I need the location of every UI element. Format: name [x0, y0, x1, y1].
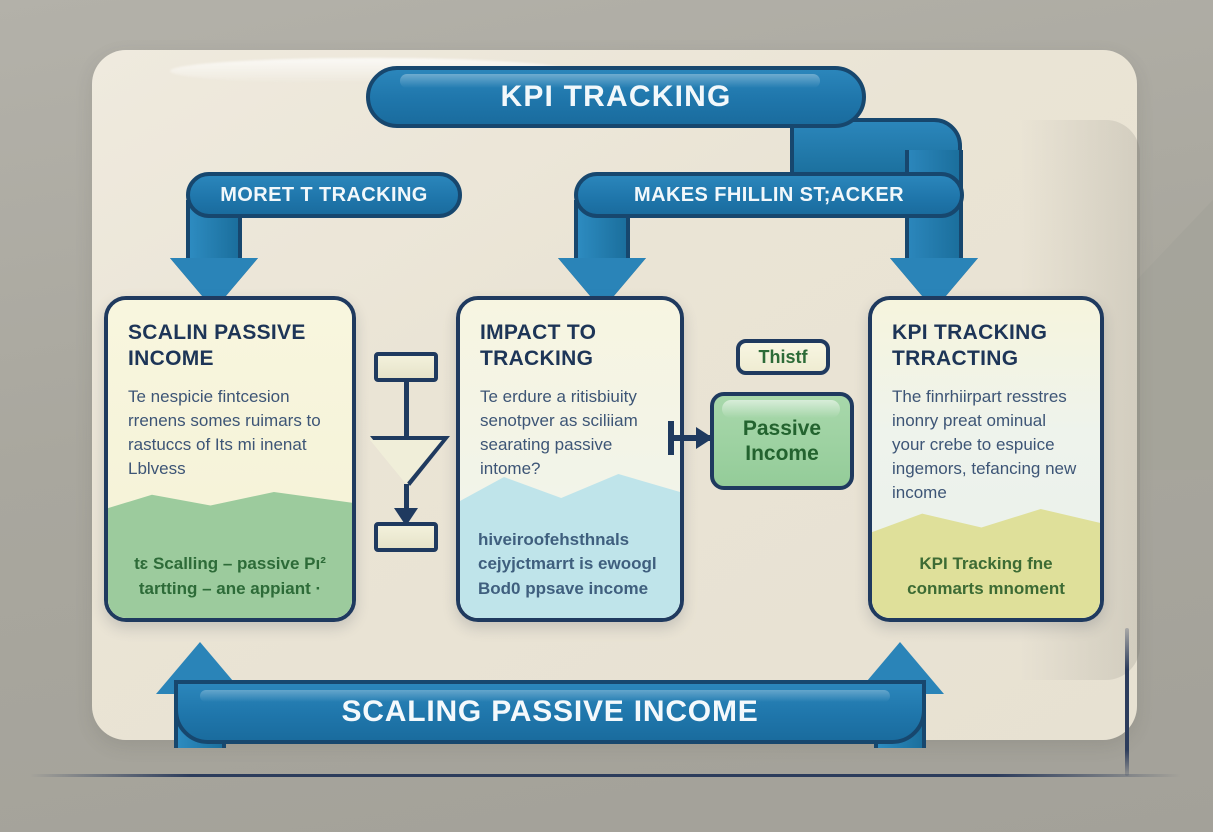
card2-body: IMPACT TO TRACKING Te erdure a ritisbiui…	[460, 300, 680, 481]
passive-income-node-label: Passive Income	[742, 416, 822, 465]
card2-footer: hiveiroofehsthnals cejyjctmarrt is ewoog…	[478, 529, 657, 599]
card2-title: IMPACT TO TRACKING	[480, 321, 597, 371]
passive-income-connector-line	[672, 435, 712, 441]
flowchart-glyph-group	[366, 352, 450, 552]
note-chip-label: Thistf	[758, 346, 808, 367]
kpi-banner-gloss	[400, 74, 820, 88]
flowchart-connector-bottom	[404, 484, 409, 514]
flowchart-process-box-top	[374, 352, 438, 382]
left-connector-label[interactable]: MORET T TRACKING	[186, 172, 462, 218]
card3-bottom-fill	[872, 508, 1100, 618]
card-scaling-passive-income[interactable]: SCALIN PASSIVE INCOME Te nespicie fintce…	[104, 296, 356, 622]
right-connector-label-text: MAKES FHILLIN ST;ACKER	[634, 183, 904, 206]
passive-income-connector-tail	[668, 421, 674, 455]
kpi-tracking-banner[interactable]: KPI TRACKING	[366, 66, 866, 128]
card1-paragraph: Te nespicie fintcesion rrenens somes rui…	[128, 386, 321, 479]
kpi-tracking-banner-label: KPI TRACKING	[500, 80, 732, 113]
card3-body: KPI TRACKING TRRACTING The finrhiirpart …	[872, 300, 1100, 506]
card2-bottom-fill	[460, 474, 680, 618]
left-connector-label-text: MORET T TRACKING	[220, 183, 428, 206]
flowchart-arrow-icon	[394, 508, 418, 526]
card1-title: SCALIN PASSIVE INCOME	[128, 321, 306, 371]
scaling-passive-income-banner-label: SCALING PASSIVE INCOME	[341, 695, 759, 728]
card-kpi-tracking[interactable]: KPI TRACKING TRRACTING The finrhiirpart …	[868, 296, 1104, 622]
card2-paragraph: Te erdure a ritisbiuity senotpver as sci…	[480, 386, 638, 479]
card1-body: SCALIN PASSIVE INCOME Te nespicie fintce…	[108, 300, 352, 481]
ground-baseline	[30, 774, 1180, 777]
card1-bottom-fill	[108, 492, 352, 618]
flowchart-decision-icon	[370, 440, 442, 484]
card3-paragraph: The finrhiirpart resstres inonry preat o…	[892, 386, 1077, 503]
flowchart-process-box-bottom	[374, 522, 438, 552]
card1-footer: tɛ Scalling – passive Pı² tartting – ane…	[134, 554, 326, 599]
passive-income-node-gloss	[722, 400, 840, 418]
card3-title: KPI TRACKING TRRACTING	[892, 321, 1048, 371]
vertical-edge-line	[1125, 628, 1129, 776]
card3-footer: KPI Tracking fne conmarts mnoment	[907, 554, 1065, 599]
bottom-banner-gloss	[200, 690, 890, 702]
card-impact-to-tracking[interactable]: IMPACT TO TRACKING Te erdure a ritisbiui…	[456, 296, 684, 622]
scaling-passive-income-banner[interactable]: SCALING PASSIVE INCOME	[174, 680, 926, 744]
passive-income-connector-arrow-icon	[696, 427, 713, 449]
flowchart-connector-top	[404, 380, 409, 440]
right-connector-label[interactable]: MAKES FHILLIN ST;ACKER	[574, 172, 964, 218]
note-chip[interactable]: Thistf	[736, 339, 830, 375]
